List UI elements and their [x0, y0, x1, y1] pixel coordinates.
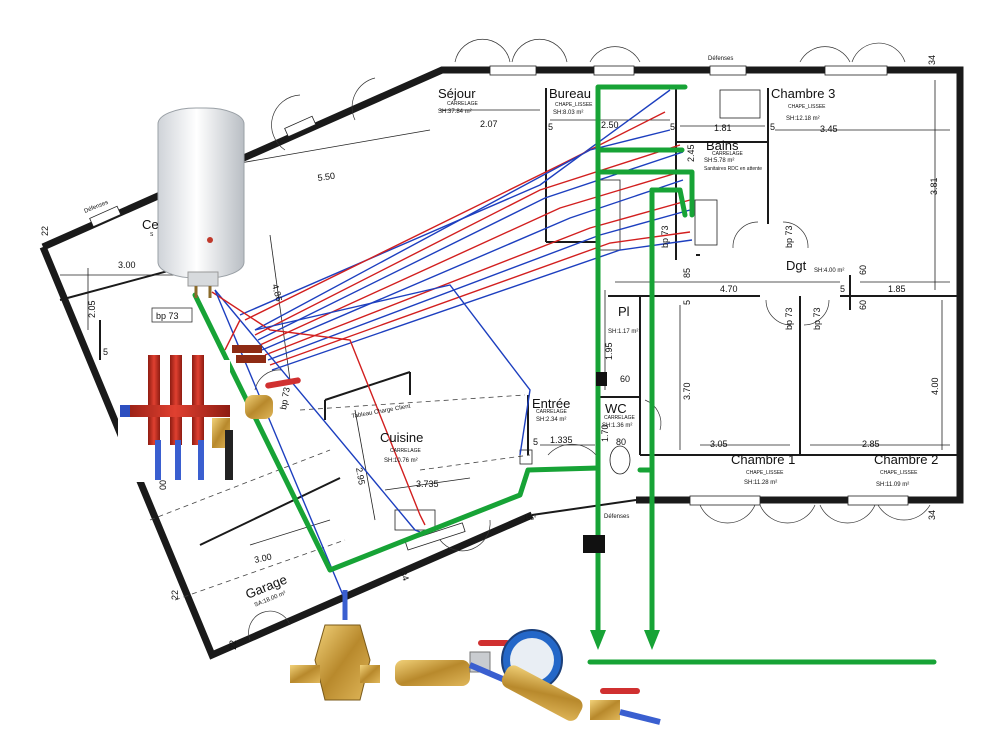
svg-text:22: 22: [40, 226, 50, 236]
svg-text:1.70: 1.70: [600, 424, 610, 442]
svg-text:1.335: 1.335: [550, 435, 573, 445]
svg-text:5: 5: [670, 122, 675, 132]
svg-text:CHAPE_LISSEE: CHAPE_LISSEE: [880, 470, 918, 476]
svg-text:2.50: 2.50: [601, 120, 619, 130]
svg-text:SH:2.34 m²: SH:2.34 m²: [536, 417, 566, 423]
svg-text:22: 22: [170, 590, 180, 600]
svg-text:4.00: 4.00: [930, 377, 940, 395]
svg-text:4.86: 4.86: [270, 283, 284, 303]
label-defenses-bottom: Défenses: [604, 514, 629, 520]
room-labels: Séjour CARRELAGE SH:37.84 m² Bureau CHAP…: [142, 86, 938, 609]
svg-text:00: 00: [158, 480, 168, 490]
svg-text:CHAPE_LISSEE: CHAPE_LISSEE: [788, 104, 826, 110]
svg-text:CARRELAGE: CARRELAGE: [604, 415, 636, 421]
svg-text:bp 73: bp 73: [278, 386, 292, 410]
svg-text:60: 60: [620, 374, 630, 384]
svg-text:SH:1.17 m²: SH:1.17 m²: [608, 329, 638, 335]
svg-text:3.70: 3.70: [682, 382, 692, 400]
manifold-illustration: [118, 345, 301, 482]
svg-text:SH:11.09 m²: SH:11.09 m²: [876, 482, 909, 488]
svg-text:2.45: 2.45: [686, 144, 696, 162]
svg-text:bp 73: bp 73: [660, 225, 670, 248]
windows: [89, 65, 909, 551]
svg-text:3.05: 3.05: [710, 439, 728, 449]
svg-text:34: 34: [927, 510, 937, 520]
room-name-chambre3: Chambre 3: [771, 86, 835, 101]
svg-text:60: 60: [858, 265, 868, 275]
dimension-labels: 2.07 2.50 1.81 3.45 5.50 3.81 4.86 3.00 …: [40, 55, 940, 650]
svg-text:3.00: 3.00: [118, 260, 136, 270]
svg-text:60: 60: [858, 300, 868, 310]
svg-text:3.00: 3.00: [253, 552, 272, 565]
svg-text:CARRELAGE: CARRELAGE: [536, 409, 568, 415]
svg-text:SH:11.28 m²: SH:11.28 m²: [744, 480, 777, 486]
svg-text:2.85: 2.85: [862, 439, 880, 449]
svg-text:SH:10.76 m²: SH:10.76 m²: [384, 458, 418, 464]
svg-text:SH:4.00 m²: SH:4.00 m²: [814, 268, 844, 274]
water-heater: [157, 107, 245, 298]
svg-text:1.85: 1.85: [888, 284, 906, 294]
svg-text:5: 5: [682, 300, 692, 305]
svg-text:CHAPE_LISSEE: CHAPE_LISSEE: [555, 102, 593, 108]
svg-text:4.70: 4.70: [720, 284, 738, 294]
svg-text:bp 73: bp 73: [784, 307, 794, 330]
distribution-pipes: [211, 89, 693, 601]
svg-text:1.95: 1.95: [604, 342, 614, 360]
room-name-bains: Bains: [706, 138, 739, 153]
svg-text:S: S: [150, 232, 154, 238]
svg-text:2.05: 2.05: [87, 300, 97, 318]
room-name-cellier: Ce: [142, 217, 159, 232]
main-supply-pipes: [192, 84, 937, 665]
svg-text:3.735: 3.735: [416, 479, 439, 489]
svg-text:bp 73: bp 73: [156, 311, 179, 321]
svg-text:CHAPE_LISSEE: CHAPE_LISSEE: [746, 470, 784, 476]
room-name-chambre2: Chambre 2: [874, 452, 938, 467]
label-angle: 155°: [524, 516, 537, 522]
room-name-entree: Entrée: [532, 396, 570, 411]
svg-text:2.95: 2.95: [354, 467, 367, 486]
svg-text:2.07: 2.07: [480, 119, 498, 129]
svg-text:CARRELAGE: CARRELAGE: [447, 101, 479, 107]
svg-text:5: 5: [533, 437, 538, 447]
svg-text:5: 5: [840, 284, 845, 294]
svg-text:Sanitaires RDC en attente: Sanitaires RDC en attente: [704, 166, 762, 172]
svg-text:80: 80: [616, 437, 626, 447]
svg-text:bp 73: bp 73: [784, 225, 794, 248]
label-defenses-top: Défenses: [708, 56, 733, 62]
svg-text:5: 5: [770, 122, 775, 132]
room-name-bureau: Bureau: [549, 86, 591, 101]
svg-text:CARRELAGE: CARRELAGE: [390, 448, 422, 454]
svg-text:3.81: 3.81: [929, 177, 939, 195]
room-name-sejour: Séjour: [438, 86, 476, 101]
room-name-wc: WC: [605, 401, 627, 416]
construction-lines: [60, 80, 950, 601]
svg-text:bp 73: bp 73: [812, 307, 822, 330]
svg-text:5: 5: [103, 347, 108, 357]
svg-text:22: 22: [228, 640, 238, 650]
svg-text:SH:12.18 m²: SH:12.18 m²: [786, 116, 820, 122]
svg-text:1.81: 1.81: [714, 123, 732, 133]
inlet-fittings-illustration: [290, 590, 661, 725]
svg-text:85: 85: [682, 268, 692, 278]
svg-text:34: 34: [927, 55, 937, 65]
room-name-pl: Pl: [618, 304, 630, 319]
room-name-dgt: Dgt: [786, 258, 807, 273]
svg-text:SH:37.84 m²: SH:37.84 m²: [438, 109, 472, 115]
svg-text:CARRELAGE: CARRELAGE: [712, 151, 744, 157]
room-name-chambre1: Chambre 1: [731, 452, 795, 467]
svg-text:SH:8.03 m²: SH:8.03 m²: [553, 110, 583, 116]
svg-text:5: 5: [548, 122, 553, 132]
room-name-cuisine: Cuisine: [380, 430, 423, 445]
svg-text:SH:1.36 m²: SH:1.36 m²: [602, 423, 632, 429]
svg-text:34: 34: [398, 569, 411, 582]
svg-text:3.45: 3.45: [820, 124, 838, 134]
svg-text:5.50: 5.50: [317, 171, 336, 183]
svg-text:SH:5.78 m²: SH:5.78 m²: [704, 158, 734, 164]
